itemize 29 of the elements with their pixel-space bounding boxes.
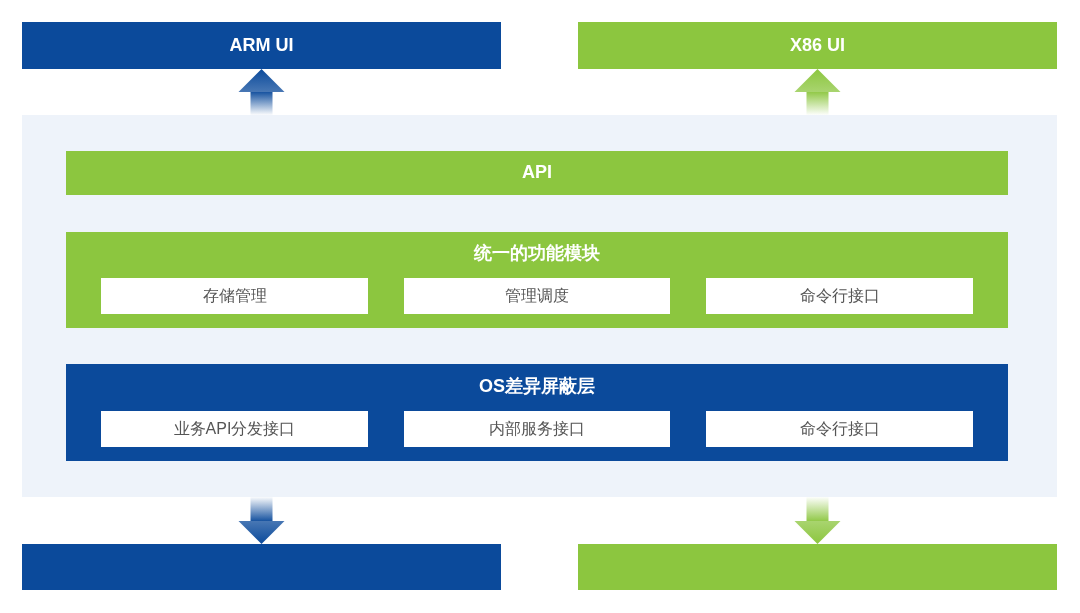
bar-label: ARM UI xyxy=(229,34,294,57)
panel-heading: OS差异屏蔽层 xyxy=(479,376,595,398)
item-label: 业务API分发接口 xyxy=(173,419,296,439)
panel-heading: 统一的功能模块 xyxy=(474,243,600,265)
module-panel xyxy=(66,232,1008,328)
bar-label: API xyxy=(522,162,552,184)
os-bar xyxy=(578,544,1057,590)
block-arrow xyxy=(238,69,285,115)
module-item xyxy=(706,278,973,314)
module-item xyxy=(404,278,670,314)
layer-panel xyxy=(66,364,1008,461)
item-label: 命令行接口 xyxy=(799,419,880,439)
block-arrow xyxy=(794,497,841,544)
interface-item xyxy=(101,411,368,447)
interface-item xyxy=(404,411,670,447)
interface-item xyxy=(706,411,973,447)
block-arrow xyxy=(238,497,285,544)
item-label: 存储管理 xyxy=(202,286,267,306)
api-bar xyxy=(66,151,1008,195)
item-label: 管理调度 xyxy=(505,286,569,306)
bar-label: X86 UI xyxy=(790,34,845,57)
item-label: 命令行接口 xyxy=(799,286,880,306)
item-label: 内部服务接口 xyxy=(489,419,585,439)
ui-bar xyxy=(578,22,1057,69)
block-arrow xyxy=(794,69,841,115)
module-item xyxy=(101,278,368,314)
ui-bar xyxy=(22,22,501,69)
platform-panel xyxy=(22,115,1057,497)
os-bar xyxy=(22,544,501,590)
